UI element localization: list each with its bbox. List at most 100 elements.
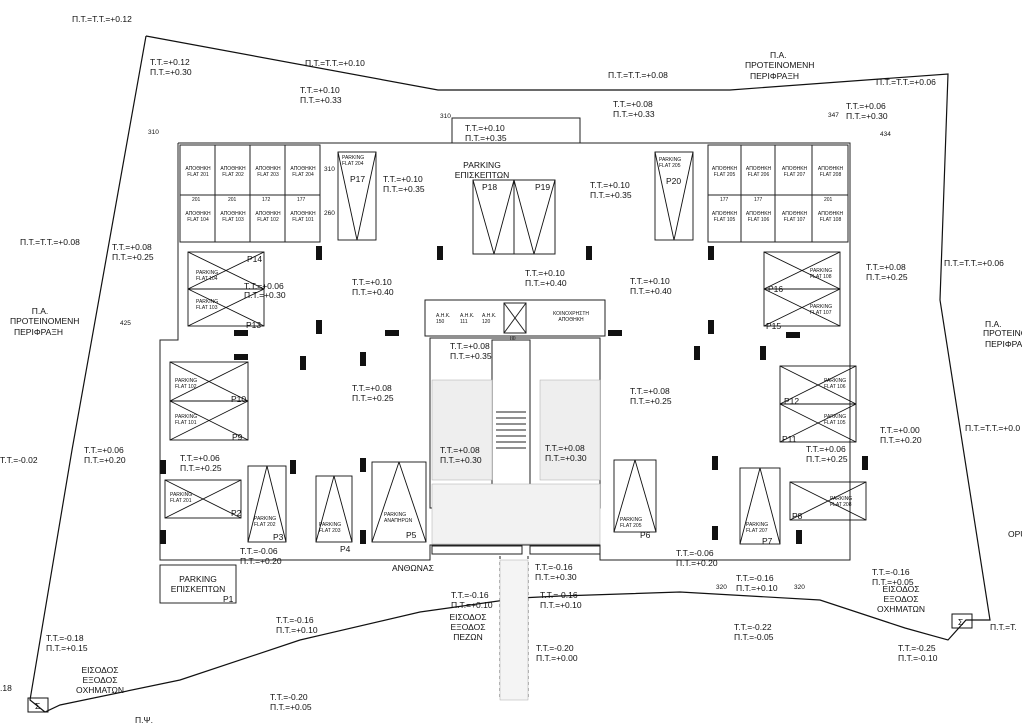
bay-number: P12 [784,396,800,406]
elevation-label: Π.Τ.=+0.30 [150,67,192,77]
bay-number: P14 [247,254,263,264]
elevation-label: Π.Τ.=+0.40 [352,287,394,297]
dimension-label: 434 [880,131,891,138]
elevation-label: Τ.Τ.=-0.06 [676,548,714,558]
elevation-label: Π.Τ.=Τ.Τ.=+0.08 [20,237,80,247]
elevation-label: Τ.Τ.=+0.06 [806,444,846,454]
elevation-label: Π.Τ.=+0.15 [46,643,88,653]
structural-columns [160,246,868,544]
manhole-label: Σ [35,701,41,711]
elevation-label: Π.Τ.=+0.25 [806,454,848,464]
elevation-label: Τ.Τ.=+0.06 [244,281,284,291]
elevation-label: Τ.Τ.=+0.08 [352,383,392,393]
elevation-label: Τ.Τ.=+0.10 [352,277,392,287]
bay-number: P18 [482,182,498,192]
elevation-label: Τ.Τ.=+0.10 [383,174,423,184]
dimension-label: 260 [324,210,335,217]
elevation-label: Τ.Τ.=-0.16 [540,590,578,600]
bay-number: P9 [232,432,243,442]
elevation-label: Π.Τ.=+0.33 [300,95,342,105]
elevation-label: Τ.Τ.=+0.08 [630,386,670,396]
elevation-label: Π.Τ.=Τ.Τ.=+0.06 [944,258,1004,268]
elevation-label: Π.Τ.=Τ.Τ.=+0.12 [72,14,132,24]
fence-label: ΠΡΟΤΕΙΝΟΜΕΝΗ [10,316,80,326]
meter-label: Α.Η.Κ.120 [482,313,497,325]
elevation-label: Τ.Τ.=-0.18 [46,633,84,643]
elevation-label: Π.Τ.=+0.10 [276,625,318,635]
bay-number: P1 [223,594,234,604]
meter-label: Α.Η.Κ.111 [460,313,475,325]
elevation-label: Π.Τ.=+0.30 [535,572,577,582]
dimension-label: 201 [228,197,237,203]
elevation-label: Τ.Τ.=+0.10 [300,85,340,95]
fence-label: ΠΕΡΙΦΡΑΞΗ [750,71,799,81]
elevation-label: Τ.Τ.=-0.16 [535,562,573,572]
fence-label: ΠΡΟΤΕΙΝΟΜΕΝΗ [745,60,815,70]
garden-label: ΑΝΘΩΝΑΣ [392,563,434,573]
dimension-label: 201 [824,197,833,203]
bay-number: P6 [640,530,651,540]
bay-number: P7 [762,536,773,546]
dimension-label: 310 [148,129,159,136]
fence-label: ΠΕΡΙΦΡΑΞΗ [14,327,63,337]
elevation-label: Τ.Τ.=-0.22 [734,622,772,632]
elevation-label: Τ.Τ.=-0.16 [451,590,489,600]
elevation-label: Τ.Τ.=+0.12 [150,57,190,67]
elevation-label: Π.Τ.=+0.05 [872,577,914,587]
elevation-label: Τ.Τ.=+0.08 [613,99,653,109]
bay-number: P8 [792,511,803,521]
elevation-label: Π.Τ.=Τ.Τ.=+0.06 [876,77,936,87]
elevation-label: Τ.Τ.=+0.08 [866,262,906,272]
bay-number: P3 [273,532,284,542]
elevation-label: Π.Τ.=+0.35 [383,184,425,194]
fence-label: ΠΕΡΙΦΡΑΞΗ [985,339,1022,349]
dimension-label: 201 [192,197,201,203]
elevation-label: Τ.Τ.=-0.20 [270,692,308,702]
elevation-label: Τ.Τ.=+0.08 [440,445,480,455]
elevation-label: Π.Τ.=Τ.Τ.=+0.10 [305,58,365,68]
elevation-label: Π.Τ.=+0.33 [613,109,655,119]
elevation-label: Τ.Τ.=+0.06 [846,101,886,111]
elevation-label: Τ.Τ.=+0.00 [880,425,920,435]
elevation-label: Π.Τ.=+0.00 [536,653,578,663]
elevation-label: Π.Τ.=+0.40 [525,278,567,288]
elevation-label: Τ.Τ.=+0.08 [450,341,490,351]
elevation-label: Π.Τ.=+0.20 [676,558,718,568]
bay-number: P17 [350,174,366,184]
cut-label: OPU [1008,529,1022,539]
elevation-label: Π.Τ.=+0.25 [866,272,908,282]
dimension-label: 177 [720,197,729,203]
elevation-label: Π.Τ.=Τ.Τ.=+0.0 [965,423,1021,433]
elevation-label: Τ.Τ.=-0.25 [898,643,936,653]
elevation-label: Π.Τ.=+0.20 [880,435,922,445]
